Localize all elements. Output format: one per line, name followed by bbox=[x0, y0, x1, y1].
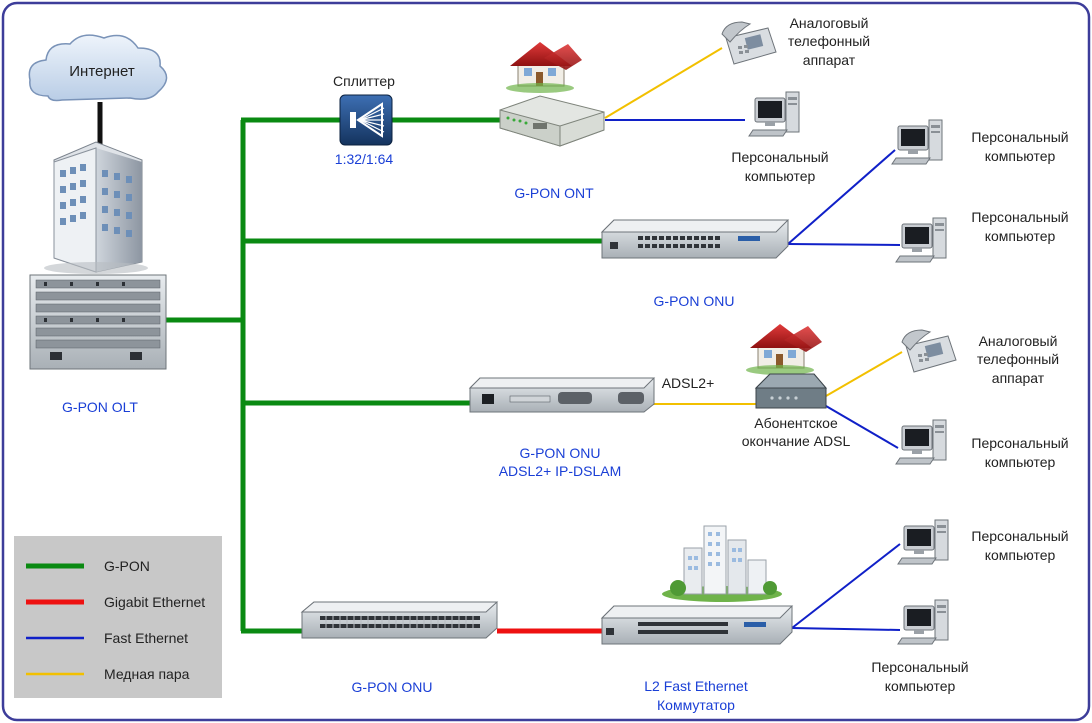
pc-label-2: компьютер bbox=[985, 454, 1056, 470]
adsl-cpe-label-2: окончание ADSL bbox=[742, 433, 851, 449]
pc-label-ont: Персональный компьютер bbox=[731, 149, 828, 184]
onu-switch-icon bbox=[600, 219, 790, 259]
onu-2-label: G-PON ONU bbox=[352, 679, 433, 695]
building-icon bbox=[44, 141, 148, 274]
apartment-buildings-icon bbox=[662, 525, 782, 602]
pc-label-1: Персональный bbox=[971, 435, 1068, 451]
onu-dslam-label-2: ADSL2+ IP-DSLAM bbox=[499, 463, 622, 479]
phone-label-3: аппарат bbox=[803, 52, 856, 68]
pc-label-2: компьютер bbox=[885, 678, 956, 694]
fast-ethernet-lines bbox=[605, 119, 901, 631]
pc-label-1: Персональный bbox=[971, 209, 1068, 225]
legend-label: G-PON bbox=[104, 558, 150, 574]
olt-chassis-icon bbox=[29, 274, 167, 370]
pc-label-2: компьютер bbox=[745, 168, 816, 184]
pc-label-1: Персональный bbox=[731, 149, 828, 165]
gpon-lines bbox=[165, 117, 602, 634]
internet-label: Интернет bbox=[69, 63, 135, 80]
dslam-icon bbox=[468, 377, 656, 413]
pc-label-switch-b: Персональный компьютер bbox=[871, 659, 968, 694]
pc-label-onu1-b: Персональный компьютер bbox=[971, 209, 1068, 244]
onu-1-label: G-PON ONU bbox=[654, 293, 735, 309]
legend-item: G-PON bbox=[26, 558, 150, 574]
phone-label-3: аппарат bbox=[992, 370, 1045, 386]
legend-box bbox=[14, 536, 222, 698]
pc-label-2: компьютер bbox=[985, 228, 1056, 244]
phone-label-1: Аналоговый bbox=[979, 333, 1058, 349]
adsl-link-label: ADSL2+ bbox=[662, 375, 715, 391]
copper-lines bbox=[604, 47, 903, 405]
pc-label-1: Персональный bbox=[971, 528, 1068, 544]
legend-item: Медная пара bbox=[26, 666, 190, 682]
phone-label-1: Аналоговый bbox=[790, 15, 869, 31]
adsl-modem-icon bbox=[754, 373, 828, 409]
adsl-cpe-label-1: Абонентское bbox=[754, 415, 838, 431]
legend-label: Медная пара bbox=[104, 666, 190, 682]
pc-label-2: компьютер bbox=[985, 148, 1056, 164]
legend-label: Fast Ethernet bbox=[104, 630, 188, 646]
pc-label-onu1-a: Персональный компьютер bbox=[971, 129, 1068, 164]
switch-label-2: Коммутатор bbox=[657, 697, 735, 713]
pc-label-1: Персональный bbox=[871, 659, 968, 675]
ont-router-icon bbox=[499, 95, 605, 147]
olt-label: G-PON OLT bbox=[62, 399, 138, 415]
onu-dslam-label-1: G-PON ONU bbox=[520, 445, 601, 461]
connection-lines bbox=[97, 47, 903, 634]
phone-label-mid: Аналоговый телефонный аппарат bbox=[977, 333, 1059, 386]
splitter-icon bbox=[339, 94, 393, 146]
phone-label-top: Аналоговый телефонный аппарат bbox=[788, 15, 870, 68]
splitter-ratio-label: 1:32/1:64 bbox=[335, 151, 394, 167]
ont-label: G-PON ONT bbox=[514, 185, 594, 201]
onu-switch-icon bbox=[600, 605, 794, 645]
phone-label-2: телефонный bbox=[977, 351, 1059, 367]
cloud-icon bbox=[28, 34, 168, 102]
legend-item: Gigabit Ethernet bbox=[26, 594, 205, 610]
legend-label: Gigabit Ethernet bbox=[104, 594, 205, 610]
pc-label-1: Персональный bbox=[971, 129, 1068, 145]
switch-label-1: L2 Fast Ethernet bbox=[644, 678, 748, 694]
onu-switch-icon bbox=[300, 601, 499, 639]
pc-label-2: компьютер bbox=[985, 547, 1056, 563]
pc-label-switch-a: Персональный компьютер bbox=[971, 528, 1068, 563]
pc-label-adsl: Персональный компьютер bbox=[971, 435, 1068, 470]
legend-item: Fast Ethernet bbox=[26, 630, 188, 646]
phone-label-2: телефонный bbox=[788, 33, 870, 49]
splitter-label: Сплиттер bbox=[333, 73, 395, 89]
